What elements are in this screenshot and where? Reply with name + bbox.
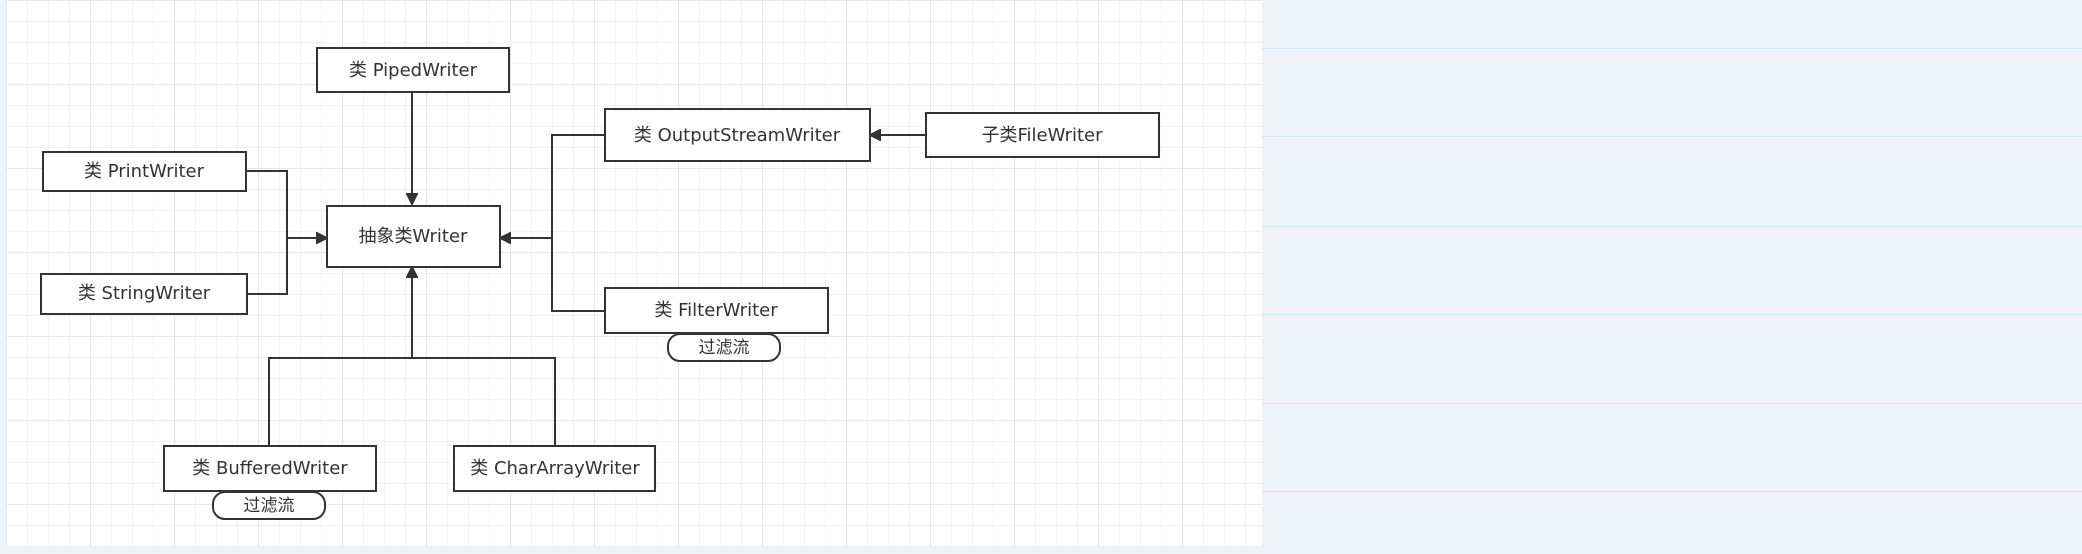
node-label: 类 OutputStreamWriter <box>634 125 841 146</box>
edge-filter-writer <box>551 238 605 312</box>
node-filter-writer[interactable]: 类 FilterWriter <box>604 287 829 334</box>
node-writer[interactable]: 抽象类Writer <box>326 205 501 268</box>
tag-label: 过滤流 <box>244 496 295 516</box>
node-label: 类 PrintWriter <box>84 161 205 182</box>
node-label: 类 BufferedWriter <box>192 458 348 479</box>
panel-rule <box>1262 491 2082 492</box>
node-string-writer[interactable]: 类 StringWriter <box>40 273 248 315</box>
node-label: 类 FilterWriter <box>654 300 778 321</box>
class-diagram: 类 PipedWriter 类 PrintWriter 抽象类Writer 类 … <box>40 47 1160 520</box>
panel-rule <box>1262 314 2082 315</box>
node-buffered-writer[interactable]: 类 BufferedWriter <box>163 445 377 492</box>
node-label: 抽象类Writer <box>359 226 469 247</box>
node-char-array-writer[interactable]: 类 CharArrayWriter <box>453 445 656 492</box>
node-file-writer[interactable]: 子类FileWriter <box>925 112 1160 158</box>
panel-rule <box>1262 403 2082 404</box>
tag-buffered-writer[interactable]: 过滤流 <box>212 491 326 520</box>
edge-print-writer <box>246 170 288 238</box>
side-panel <box>1262 0 2082 554</box>
node-label: 类 CharArrayWriter <box>470 458 640 479</box>
edge-output-stream-writer <box>551 134 605 238</box>
diagram-canvas[interactable]: 类 PipedWriter 类 PrintWriter 抽象类Writer 类 … <box>6 0 1262 546</box>
node-output-stream-writer[interactable]: 类 OutputStreamWriter <box>604 108 871 162</box>
node-piped-writer[interactable]: 类 PipedWriter <box>316 47 510 93</box>
node-label: 类 PipedWriter <box>349 60 478 81</box>
edges <box>246 92 926 487</box>
panel-rule <box>1262 136 2082 137</box>
edge-string-writer <box>247 238 288 295</box>
node-label: 子类FileWriter <box>981 125 1103 146</box>
node-print-writer[interactable]: 类 PrintWriter <box>42 151 247 192</box>
tag-filter-writer[interactable]: 过滤流 <box>667 333 781 362</box>
panel-rule <box>1262 226 2082 227</box>
node-label: 类 StringWriter <box>78 283 211 304</box>
panel-rule <box>1262 48 2082 49</box>
tag-label: 过滤流 <box>699 338 750 358</box>
